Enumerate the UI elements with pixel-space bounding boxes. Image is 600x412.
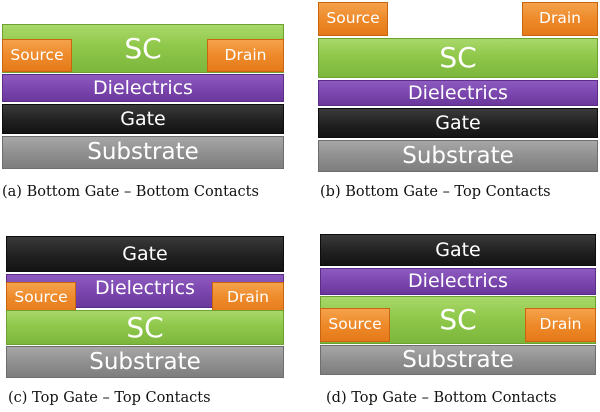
source-contact: Source [320, 308, 390, 342]
gate-layer: Gate [320, 234, 596, 266]
gate-layer: Gate [2, 104, 284, 134]
source-contact: Source [6, 282, 76, 314]
caption: (a) Bottom Gate – Bottom Contacts [2, 184, 259, 200]
source-contact: Source [318, 2, 388, 36]
substrate-layer: Substrate [2, 136, 284, 169]
substrate-layer: Substrate [6, 346, 284, 378]
dielectrics-layer: Dielectrics [320, 268, 596, 295]
semiconductor-layer: SC [6, 310, 284, 345]
drain-contact: Drain [522, 2, 598, 36]
caption: (c) Top Gate – Top Contacts [8, 390, 211, 406]
gate-layer: Gate [318, 108, 598, 138]
panel-c-top-gate-top-contacts: Gate Dielectrics Source Drain SC Substra… [2, 236, 286, 412]
gate-layer: Gate [6, 236, 284, 272]
dielectrics-layer: Dielectrics [2, 74, 284, 102]
source-contact: Source [2, 39, 72, 72]
drain-contact: Drain [525, 308, 596, 342]
semiconductor-layer: SC [318, 38, 598, 78]
panel-a-bottom-gate-bottom-contacts: SC Source Drain Dielectrics Gate Substra… [2, 24, 286, 214]
panel-b-bottom-gate-top-contacts: Source Drain SC Dielectrics Gate Substra… [316, 2, 600, 214]
caption: (d) Top Gate – Bottom Contacts [326, 390, 557, 406]
caption: (b) Bottom Gate – Top Contacts [320, 184, 551, 200]
substrate-layer: Substrate [318, 140, 598, 172]
drain-contact: Drain [207, 39, 284, 72]
substrate-layer: Substrate [320, 345, 596, 375]
dielectrics-layer: Dielectrics [318, 80, 598, 106]
panel-d-top-gate-bottom-contacts: Gate Dielectrics SC Source Drain Substra… [318, 234, 600, 412]
